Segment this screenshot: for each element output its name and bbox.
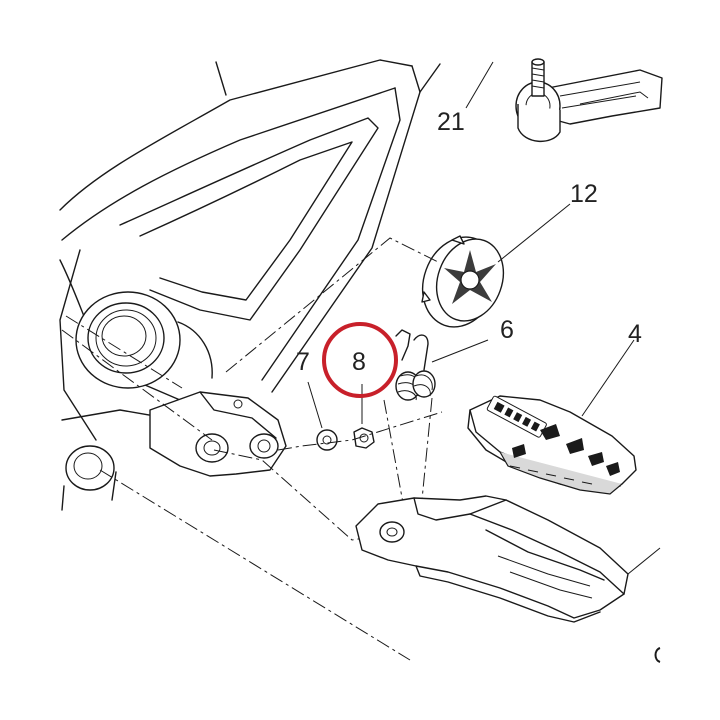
- part-label-21: 21: [437, 108, 465, 136]
- return-spring: [395, 329, 436, 401]
- part-label-6: 6: [500, 316, 514, 344]
- leader-21: [465, 61, 494, 109]
- leader-4: [581, 339, 635, 417]
- washer: [316, 429, 338, 451]
- edge-mark: [654, 647, 661, 663]
- nut: [353, 427, 375, 449]
- bolt-head: [61, 445, 117, 511]
- leader-6: [431, 339, 489, 363]
- part-label-12: 12: [570, 180, 598, 208]
- footpeg-rubber: [467, 395, 637, 495]
- frame-subframe: [59, 59, 441, 441]
- highlight-circle: [322, 322, 398, 398]
- axis-line-pin: [277, 411, 443, 451]
- axis-line-bolt: [99, 469, 411, 661]
- leader-7: [307, 381, 323, 429]
- frame-pivot-boss: [75, 291, 213, 389]
- part-label-8: 8: [352, 348, 366, 376]
- part-label-7: 7: [296, 348, 310, 376]
- protective-cap: [421, 235, 505, 328]
- part-label-4: 4: [628, 320, 642, 348]
- gear-lever: [515, 58, 663, 142]
- axis-line-boss: [61, 315, 213, 441]
- footpeg-body: [355, 495, 661, 623]
- leader-12: [497, 203, 571, 263]
- footpeg-bracket: [149, 391, 287, 477]
- axis-line-cap: [225, 237, 439, 373]
